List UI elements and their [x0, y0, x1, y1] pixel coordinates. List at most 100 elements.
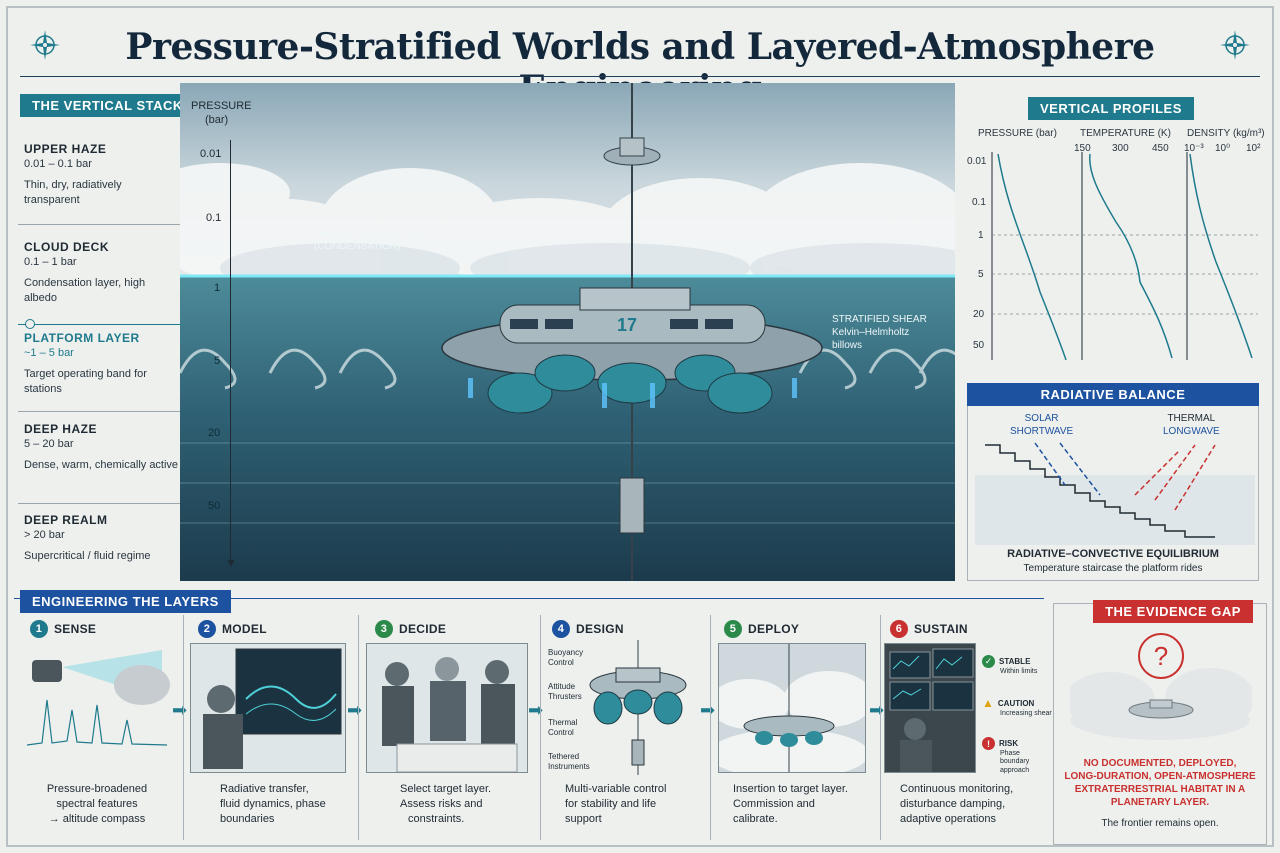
density-tick: 10²: [1246, 143, 1261, 154]
step-number: 4: [552, 620, 570, 638]
layer-desc: Dense, warm, chemically active: [24, 459, 179, 471]
atmosphere-scene: 17 PHASE-CHANGE LINE (CONDENSATION) STRA…: [180, 83, 955, 581]
step-text-line: calibrate.: [733, 812, 778, 825]
phase-line-label: PHASE-CHANGE LINE (CONDENSATION): [314, 229, 430, 252]
radiative-header: RADIATIVE BALANCE: [967, 383, 1259, 406]
pressure-tick: 20: [208, 427, 221, 439]
step-sustain-title: 6 SUSTAIN: [890, 620, 968, 638]
layer-range: ~1 – 5 bar: [24, 347, 74, 359]
step-text-line: Continuous monitoring,: [900, 783, 1014, 795]
layer-desc: Target operating band for stations: [24, 368, 147, 395]
layer-name: DEEP HAZE: [24, 422, 97, 436]
step-model-title: 2 MODEL: [198, 620, 267, 638]
compass-rose-icon: [30, 30, 60, 60]
step-text-line: Commission and: [733, 797, 815, 810]
layer-deep-realm: DEEP REALM > 20 bar Supercritical / flui…: [24, 513, 180, 564]
deploy-illustration: [718, 643, 866, 773]
platform-marker-icon: [25, 319, 35, 329]
step-design-text: Multi-variable control for stability and…: [565, 782, 695, 827]
step-text-line: Pressure-broadened: [46, 783, 148, 795]
step-title: MODEL: [222, 622, 267, 636]
step-decide-title: 3 DECIDE: [375, 620, 446, 638]
step-text-line: constraints.: [408, 812, 465, 825]
step-text-line: Select target layer.: [400, 783, 492, 795]
status-label: STABLE: [999, 657, 1031, 666]
status-label: RISK: [999, 739, 1019, 748]
thermal-label: THERMAL LONGWAVE: [1163, 412, 1220, 438]
model-illustration: [190, 643, 346, 773]
step-divider: [540, 615, 541, 840]
step-number: 6: [890, 620, 908, 638]
pressure-axis-line: [230, 140, 231, 560]
decide-illustration: [366, 643, 528, 773]
status-stable: ✓ STABLE Within limits: [982, 655, 1037, 675]
sense-illustration: [26, 650, 170, 746]
evidence-line: PLANETARY LAYER.: [1110, 797, 1210, 808]
step-text-line: support: [565, 812, 602, 825]
profile-pressure-title: PRESSURE (bar): [978, 128, 1057, 139]
step-deploy-text: Insertion to target layer. Commission an…: [733, 782, 873, 827]
layer-range: 5 – 20 bar: [24, 438, 74, 450]
step-text-line: fluid dynamics, phase: [220, 797, 326, 810]
solar-label-2: SHORTWAVE: [1010, 426, 1074, 437]
layer-name: DEEP REALM: [24, 513, 108, 527]
status-risk: ! RISK Phase boundary approach: [982, 737, 1047, 775]
profile-temperature-title: TEMPERATURE (K): [1080, 128, 1171, 139]
layer-name: PLATFORM LAYER: [24, 331, 140, 345]
axis-arrow-icon: ▼: [225, 556, 237, 570]
pressure-tick: 50: [208, 500, 221, 512]
status-sub: Phase boundary approach: [1000, 750, 1030, 774]
layer-desc: Thin, dry, radiatively transparent: [24, 179, 122, 206]
design-schematic: [589, 640, 687, 775]
density-tick: 10⁰: [1215, 143, 1231, 154]
layer-cloud-deck: CLOUD DECK 0.1 – 1 bar Condensation laye…: [24, 240, 180, 306]
step-sustain-text: Continuous monitoring, disturbance dampi…: [900, 782, 1040, 827]
station-number: 17: [617, 315, 638, 335]
radiative-caption: RADIATIVE–CONVECTIVE EQUILIBRIUM: [1007, 548, 1219, 560]
status-label: CAUTION: [997, 698, 1035, 708]
layer-name: CLOUD DECK: [24, 240, 109, 254]
shear-sub1: Kelvin–Helmholtz: [832, 327, 910, 338]
engineering-rule: [14, 598, 1044, 599]
solar-label: SOLAR SHORTWAVE: [1010, 412, 1073, 438]
evidence-illustration: ?: [1070, 633, 1252, 740]
step-number: 2: [198, 620, 216, 638]
phase-line-subtitle: (CONDENSATION): [314, 241, 401, 252]
sustain-illustration: [884, 643, 976, 773]
step-text-line: Assess risks and: [400, 797, 483, 810]
step-divider: [880, 615, 881, 840]
profile-pressure-tick: 50: [973, 340, 985, 351]
solar-label-1: SOLAR: [1024, 413, 1059, 424]
layer-platform: PLATFORM LAYER ~1 – 5 bar Target operati…: [24, 331, 180, 397]
evidence-line: EXTRATERRESTRIAL HABITAT IN A: [1074, 784, 1246, 795]
thermal-label-2: LONGWAVE: [1163, 426, 1220, 437]
step-decide-text: Select target layer. Assess risks and co…: [400, 782, 525, 827]
status-caution: ▲ CAUTION Increasing shear: [982, 696, 1052, 717]
step-text-line: for stability and life: [565, 797, 657, 810]
evidence-line: LONG-DURATION, OPEN-ATMOSPHERE: [1064, 771, 1256, 782]
status-sub: Within limits: [1000, 668, 1038, 675]
svg-text:?: ?: [1154, 641, 1168, 671]
engineering-header: ENGINEERING THE LAYERS: [20, 590, 231, 613]
evidence-statement: NO DOCUMENTED, DEPLOYED, LONG-DURATION, …: [1053, 757, 1267, 809]
layer-range: > 20 bar: [24, 529, 65, 541]
step-model-text: Radiative transfer, fluid dynamics, phas…: [220, 782, 350, 827]
step-text-line: Insertion to target layer.: [733, 783, 848, 795]
step-number: 1: [30, 620, 48, 638]
pressure-tick: 5: [214, 355, 221, 367]
layer-divider: [18, 411, 180, 412]
temp-tick: 150: [1074, 143, 1091, 154]
profile-pressure-tick: 0.01: [967, 156, 987, 167]
step-title: SUSTAIN: [914, 622, 968, 636]
radiative-sub: Temperature staircase the platform rides: [1023, 563, 1203, 574]
phase-line-title: PHASE-CHANGE LINE: [314, 229, 430, 241]
scene-illustration: [180, 83, 955, 581]
shear-label: STRATIFIED SHEAR Kelvin–Helmholtz billow…: [832, 313, 927, 352]
step-text-line: → altitude compass: [48, 812, 146, 825]
pressure-tick: 0.1: [206, 212, 222, 224]
design-label-buoyancy: Buoyancy Control: [548, 648, 584, 667]
step-divider: [183, 615, 184, 840]
evidence-closing: The frontier remains open.: [1101, 818, 1219, 829]
flow-arrow-icon: ➡: [528, 700, 544, 720]
pressure-tick: 1: [214, 282, 221, 294]
